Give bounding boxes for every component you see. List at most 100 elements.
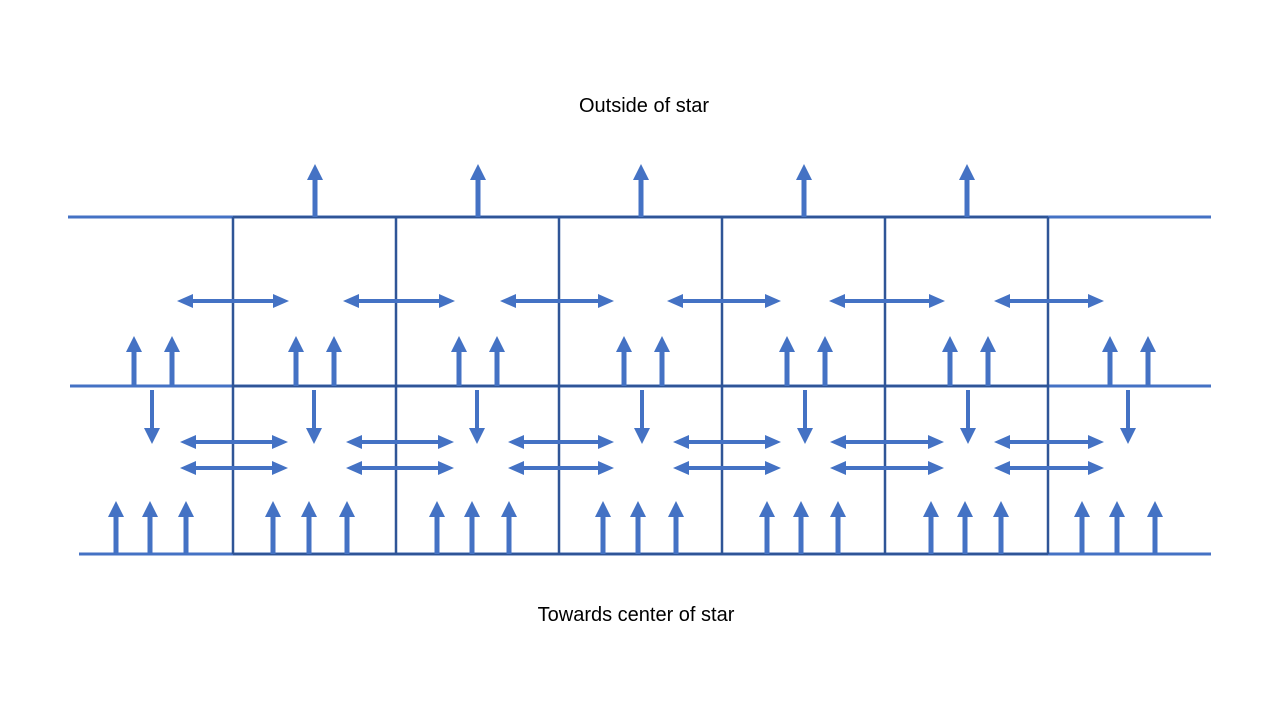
- arrow-head-left: [177, 294, 193, 308]
- arrow-head-right: [438, 435, 454, 449]
- arrow-up-icon: [923, 501, 939, 554]
- arrow-up-icon: [1140, 336, 1156, 386]
- double-headed-arrow-icon: [994, 461, 1104, 475]
- arrow-down-icon: [634, 390, 650, 444]
- towards-center-of-star-label: Towards center of star: [537, 604, 735, 626]
- arrow-up-icon: [126, 336, 142, 386]
- arrow-head: [616, 336, 632, 352]
- arrow-head: [470, 164, 486, 180]
- arrow-head: [634, 428, 650, 444]
- arrow-up-icon: [817, 336, 833, 386]
- arrow-head: [1102, 336, 1118, 352]
- arrow-up-icon: [1147, 501, 1163, 554]
- double-headed-arrow-icon: [673, 435, 781, 449]
- arrow-head: [1074, 501, 1090, 517]
- outside-of-star-label: Outside of star: [578, 95, 710, 117]
- arrow-head: [959, 164, 975, 180]
- arrow-down-icon: [144, 390, 160, 444]
- arrow-head: [301, 501, 317, 517]
- arrow-head: [464, 501, 480, 517]
- arrow-head-right: [929, 294, 945, 308]
- arrow-up-icon: [288, 336, 304, 386]
- arrow-head-right: [439, 294, 455, 308]
- arrow-up-icon: [1102, 336, 1118, 386]
- arrow-head: [144, 428, 160, 444]
- arrow-up-icon: [959, 164, 975, 217]
- arrow-head: [265, 501, 281, 517]
- arrow-head-left: [994, 435, 1010, 449]
- arrow-up-icon: [942, 336, 958, 386]
- double-headed-arrow-icon: [994, 294, 1104, 308]
- double-headed-arrow-icon: [994, 435, 1104, 449]
- arrow-up-icon: [1074, 501, 1090, 554]
- double-headed-arrow-icon: [500, 294, 614, 308]
- arrow-head-left: [673, 461, 689, 475]
- arrow-head: [668, 501, 684, 517]
- arrow-head-left: [994, 461, 1010, 475]
- arrow-up-icon: [429, 501, 445, 554]
- arrow-head: [451, 336, 467, 352]
- arrow-head-right: [598, 435, 614, 449]
- arrow-head: [923, 501, 939, 517]
- arrow-up-icon: [339, 501, 355, 554]
- arrow-head-left: [829, 294, 845, 308]
- arrow-head-left: [508, 461, 524, 475]
- arrow-up-icon: [470, 164, 486, 217]
- arrow-head-right: [273, 294, 289, 308]
- arrow-up-icon: [595, 501, 611, 554]
- arrow-up-icon: [759, 501, 775, 554]
- arrow-head-right: [1088, 435, 1104, 449]
- arrow-head: [980, 336, 996, 352]
- arrow-up-icon: [668, 501, 684, 554]
- arrow-up-icon: [779, 336, 795, 386]
- arrow-head: [108, 501, 124, 517]
- double-headed-arrow-icon: [673, 461, 781, 475]
- arrow-head: [178, 501, 194, 517]
- double-headed-arrow-icon: [830, 461, 944, 475]
- arrow-head: [307, 164, 323, 180]
- arrow-up-icon: [451, 336, 467, 386]
- arrow-head: [633, 164, 649, 180]
- cell-grid: [231, 215, 1050, 556]
- arrow-head: [817, 336, 833, 352]
- arrow-head: [793, 501, 809, 517]
- arrow-head-right: [1088, 461, 1104, 475]
- arrow-head: [126, 336, 142, 352]
- arrow-head: [164, 336, 180, 352]
- arrow-down-icon: [1120, 390, 1136, 444]
- arrow-head-right: [598, 294, 614, 308]
- arrow-head: [1109, 501, 1125, 517]
- arrow-head-left: [346, 461, 362, 475]
- arrow-head-left: [343, 294, 359, 308]
- arrow-up-icon: [830, 501, 846, 554]
- arrow-head-right: [598, 461, 614, 475]
- arrow-head: [759, 501, 775, 517]
- arrow-up-icon: [957, 501, 973, 554]
- arrow-head: [142, 501, 158, 517]
- arrow-up-icon: [980, 336, 996, 386]
- arrow-down-icon: [306, 390, 322, 444]
- arrow-up-icon: [142, 501, 158, 554]
- arrows: [108, 164, 1163, 554]
- arrow-head-right: [272, 461, 288, 475]
- arrow-head-right: [765, 461, 781, 475]
- arrow-head-left: [346, 435, 362, 449]
- arrow-head: [1140, 336, 1156, 352]
- arrow-head: [306, 428, 322, 444]
- double-headed-arrow-icon: [343, 294, 455, 308]
- arrow-head: [942, 336, 958, 352]
- arrow-down-icon: [797, 390, 813, 444]
- arrow-head: [654, 336, 670, 352]
- arrow-head-left: [180, 461, 196, 475]
- arrow-head-left: [830, 461, 846, 475]
- arrow-head: [797, 428, 813, 444]
- arrow-head-right: [765, 435, 781, 449]
- arrow-down-icon: [469, 390, 485, 444]
- arrow-head: [957, 501, 973, 517]
- double-headed-arrow-icon: [346, 435, 454, 449]
- arrow-up-icon: [326, 336, 342, 386]
- double-headed-arrow-icon: [830, 435, 944, 449]
- arrow-up-icon: [164, 336, 180, 386]
- arrow-head-left: [673, 435, 689, 449]
- arrow-up-icon: [633, 164, 649, 217]
